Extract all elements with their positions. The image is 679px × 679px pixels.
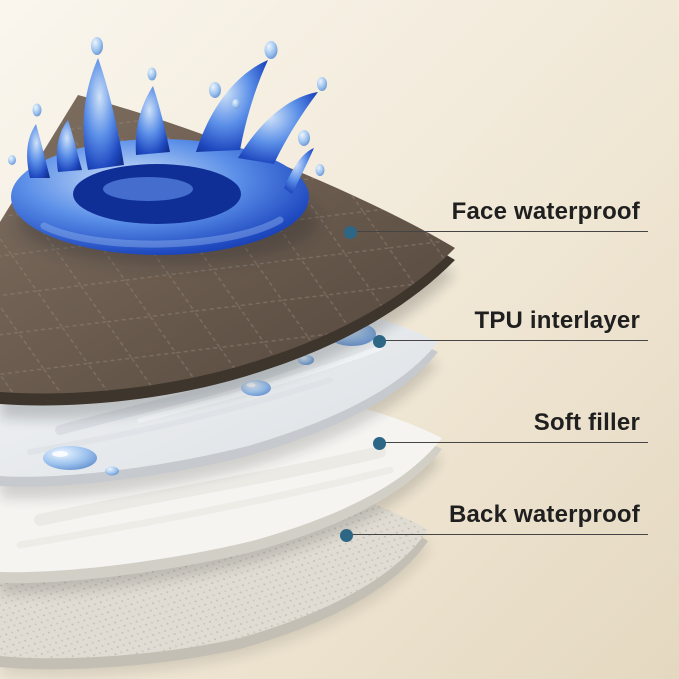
callout-label: Soft filler [533, 408, 640, 436]
callout-label: Back waterproof [448, 500, 640, 528]
callout-soft-filler: Soft filler [373, 408, 648, 450]
callout-dot [340, 528, 353, 542]
callout-tpu-interlayer: TPU interlayer [373, 306, 648, 348]
water-droplets-air [8, 37, 327, 176]
callout-label: TPU interlayer [474, 306, 640, 334]
callout-back-waterproof: Back waterproof [340, 500, 648, 542]
callout-dot [373, 334, 386, 348]
callout-dot [373, 436, 386, 450]
callout-face-waterproof: Face waterproof [344, 197, 648, 239]
callout-label: Face waterproof [451, 197, 640, 225]
callout-dot [344, 225, 357, 239]
soft-filler-layer [0, 376, 442, 595]
water-splash [8, 37, 327, 264]
